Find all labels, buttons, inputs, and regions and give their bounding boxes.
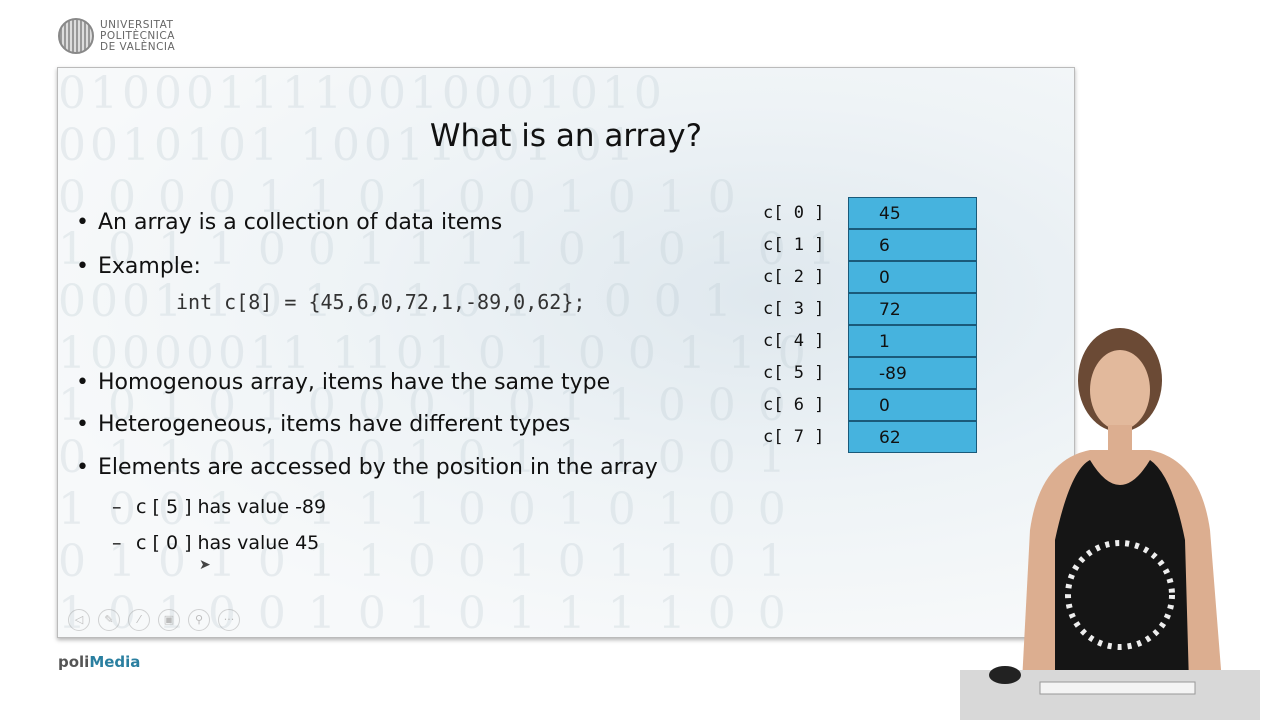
array-index-label: c[ 3 ] xyxy=(763,299,825,319)
mouse xyxy=(989,666,1021,684)
logo-line: POLITÈCNICA xyxy=(100,29,175,42)
array-index-label: c[ 2 ] xyxy=(763,267,825,287)
sub-bullet: c [ 0 ] has value 45 xyxy=(112,532,319,554)
pen-icon[interactable]: ✎ xyxy=(98,609,120,631)
bullet: An array is a collection of data items xyxy=(76,210,502,235)
array-cell: 0 xyxy=(848,261,977,293)
logo-line: UNIVERSITAT xyxy=(100,18,174,31)
logo-line: DE VALÈNCIA xyxy=(100,40,176,53)
array-index-label: c[ 5 ] xyxy=(763,363,825,383)
bullet: Heterogeneous, items have different type… xyxy=(76,412,570,437)
array-cell: 1 xyxy=(848,325,977,357)
array-cell: 0 xyxy=(848,389,977,421)
more-icon[interactable]: ··· xyxy=(218,609,240,631)
bullet: Elements are accessed by the position in… xyxy=(76,455,658,480)
presenter-shirt xyxy=(1055,460,1190,720)
bullet: Homogenous array, items have the same ty… xyxy=(76,370,610,395)
polimedia-logo: poliMedia xyxy=(58,653,141,671)
upv-logo: UNIVERSITAT POLITÈCNICA DE VALÈNCIA xyxy=(58,18,175,54)
bullet: Example: xyxy=(76,254,201,279)
array-cell: -89 xyxy=(848,357,977,389)
array-cell: 72 xyxy=(848,293,977,325)
sub-bullet: c [ 5 ] has value -89 xyxy=(112,496,326,518)
presenter-face xyxy=(1090,350,1150,430)
keyboard xyxy=(1039,681,1196,695)
array-index-label: c[ 0 ] xyxy=(763,203,825,223)
mouse-cursor-icon: ➤ xyxy=(199,557,211,573)
zoom-icon[interactable]: ⚲ xyxy=(188,609,210,631)
array-index-label: c[ 7 ] xyxy=(763,427,825,447)
slide-toolbar: ◁ ✎ ⁄ ▣ ⚲ ··· xyxy=(68,609,240,631)
prev-icon[interactable]: ◁ xyxy=(68,609,90,631)
slide-title: What is an array? xyxy=(429,118,703,154)
pencil-icon[interactable]: ⁄ xyxy=(128,609,150,631)
array-cell: 6 xyxy=(848,229,977,261)
array-cell: 62 xyxy=(848,421,977,453)
seal-icon xyxy=(58,18,94,54)
array-index-label: c[ 1 ] xyxy=(763,235,825,255)
array-index-label: c[ 4 ] xyxy=(763,331,825,351)
code-example: int c[8] = {45,6,0,72,1,-89,0,62}; xyxy=(176,290,586,314)
array-index-label: c[ 6 ] xyxy=(763,395,825,415)
array-cell: 45 xyxy=(848,197,977,229)
presenter-video xyxy=(960,328,1260,720)
slides-icon[interactable]: ▣ xyxy=(158,609,180,631)
